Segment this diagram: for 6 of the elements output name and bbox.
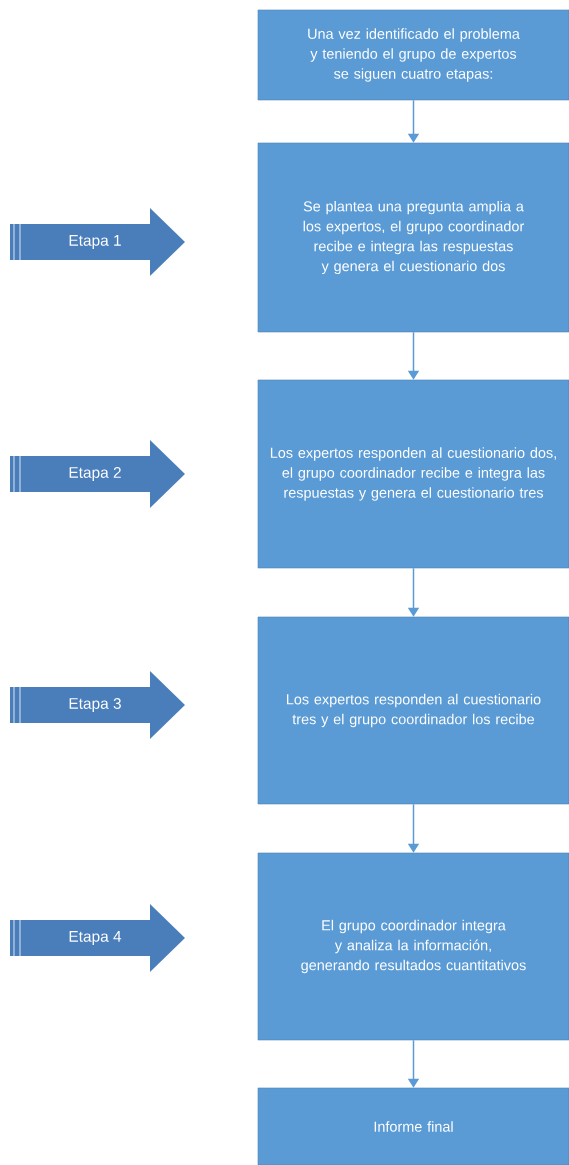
process-box: Se plantea una pregunta amplia a los expertos, el grupo coordinador recibe e integra las respuestas y genera el cuestionario dos bbox=[257, 142, 569, 333]
process-box: Los expertos responden al cuestionario tres y el grupo coordinador los recibe bbox=[257, 616, 569, 805]
process-box: Una vez identificado el problema y teniendo el grupo de expertos se siguen cuatro etapas: bbox=[257, 9, 569, 101]
process-box: Los expertos responden al cuestionario dos, el grupo coordinador recibe e integra las respuestas y genera el cuestionario tres bbox=[257, 379, 569, 569]
process-box: El grupo coordinador integra y analiza la información, generando resultados cuantitativos bbox=[257, 852, 569, 1041]
process-box: Informe final bbox=[257, 1087, 569, 1165]
